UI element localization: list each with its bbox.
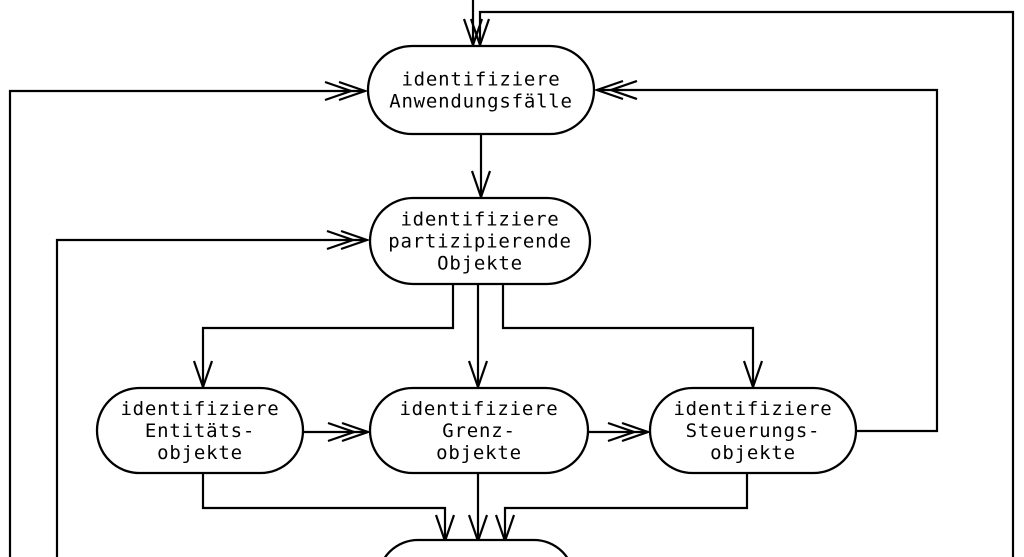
participating-to-entity (192, 284, 455, 391)
use-cases-to-participating (470, 134, 492, 201)
boundary-to-next-step (467, 473, 489, 545)
participating-to-boundary (467, 284, 489, 391)
entity-to-boundary (303, 421, 372, 443)
feedback-to-participating-left (55, 229, 371, 557)
participating-to-control (501, 284, 764, 391)
feedback-to-use-cases-right (593, 79, 939, 433)
control-to-next-step (494, 473, 749, 545)
entity-to-next-step (201, 473, 456, 545)
node-next-step (383, 538, 569, 557)
boundary-to-control (588, 421, 652, 443)
feedback-to-use-cases-left (8, 80, 369, 557)
